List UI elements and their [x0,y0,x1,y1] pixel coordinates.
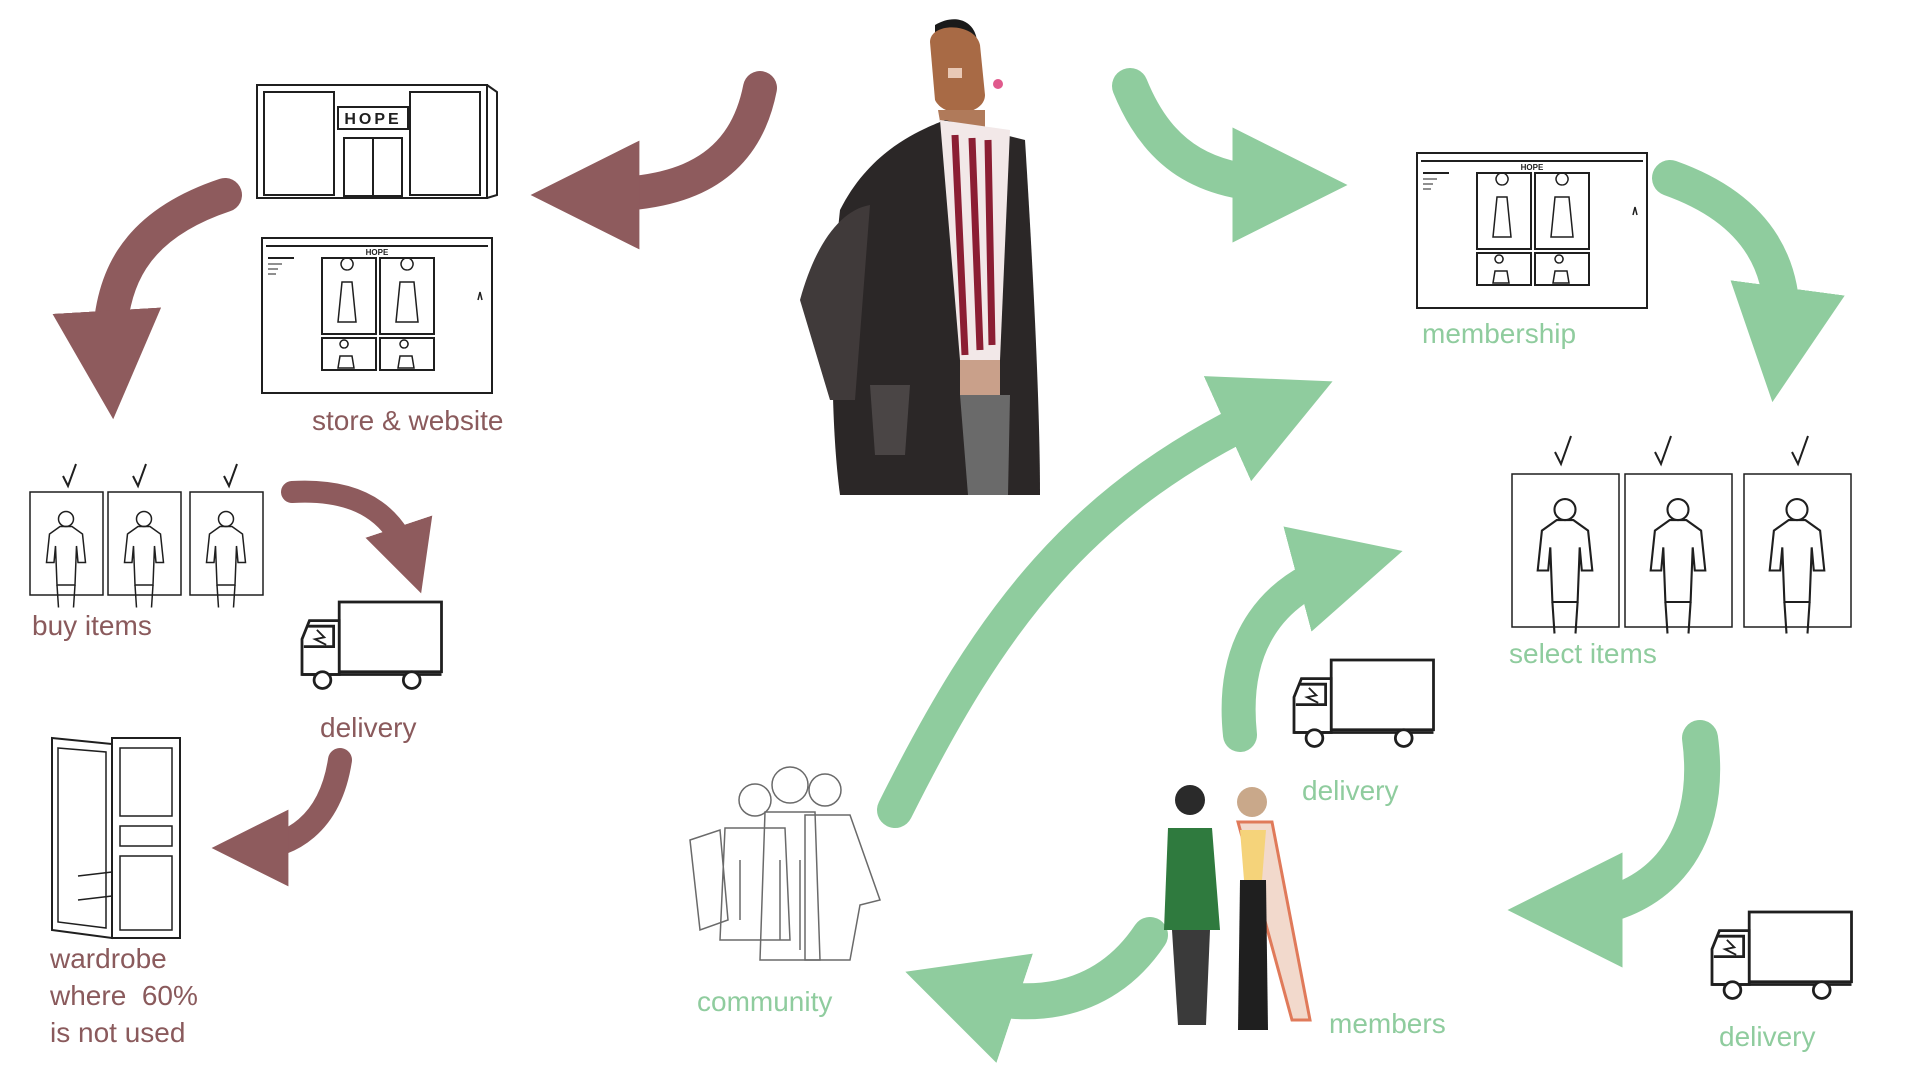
checkmark-icon [1554,435,1572,467]
website-logo: HOPE [366,248,389,257]
members-figures-icon [1164,785,1312,1030]
buy-items-label: buy items [32,610,152,641]
website-logo: HOPE [1521,163,1544,172]
curved-arrow-icon [905,917,1168,1063]
clothing-item-icon [107,491,182,609]
storefront-sign: HOPE [344,111,401,128]
website-icon: HOPE [261,237,493,394]
buy-items-cards [29,463,264,609]
clothing-item-icon [189,491,264,609]
shopper-figure-icon [800,19,1040,495]
truck-icon [1292,658,1435,748]
curved-arrow-icon [1112,68,1348,243]
wardrobe-label: wardrobe where 60% is not used [50,943,198,1048]
delivery-label-right: delivery [1719,1021,1816,1052]
delivery-label-center: delivery [1302,775,1399,806]
curved-arrow-icon [1507,720,1721,968]
truck-icon [300,600,443,690]
checkmark-icon [62,463,77,489]
clothing-item-icon [1511,473,1620,635]
delivery-label-left: delivery [320,712,417,743]
curved-arrow-icon [52,178,242,420]
storefront-icon: HOPE [256,84,498,199]
community-group-icon [689,766,881,961]
checkmark-icon [1654,435,1672,467]
curved-arrow-icon [877,376,1333,828]
curved-arrow-icon [530,71,777,250]
truck-icon [1710,910,1853,1000]
circular-flow-arrows [877,68,1845,1063]
checkmark-icon [223,463,238,489]
curved-arrow-icon [281,480,433,594]
members-label: members [1329,1008,1446,1039]
curved-arrow-icon [1221,526,1403,752]
curved-arrow-icon [1652,160,1845,403]
linear-flow-arrows [52,71,777,887]
clothing-item-icon [1743,473,1852,635]
membership-label: membership [1422,318,1577,349]
checkmark-icon [1791,435,1809,467]
website-icon: HOPE [1416,152,1648,309]
curved-arrow-icon [211,748,352,887]
wardrobe-icon [51,736,181,940]
select-items-label: select items [1509,638,1657,669]
clothing-item-icon [29,491,104,609]
checkmark-icon [132,463,147,489]
store-website-label: store & website [312,405,504,436]
select-items-cards [1511,435,1852,635]
clothing-item-icon [1624,473,1733,635]
community-label: community [697,986,833,1017]
